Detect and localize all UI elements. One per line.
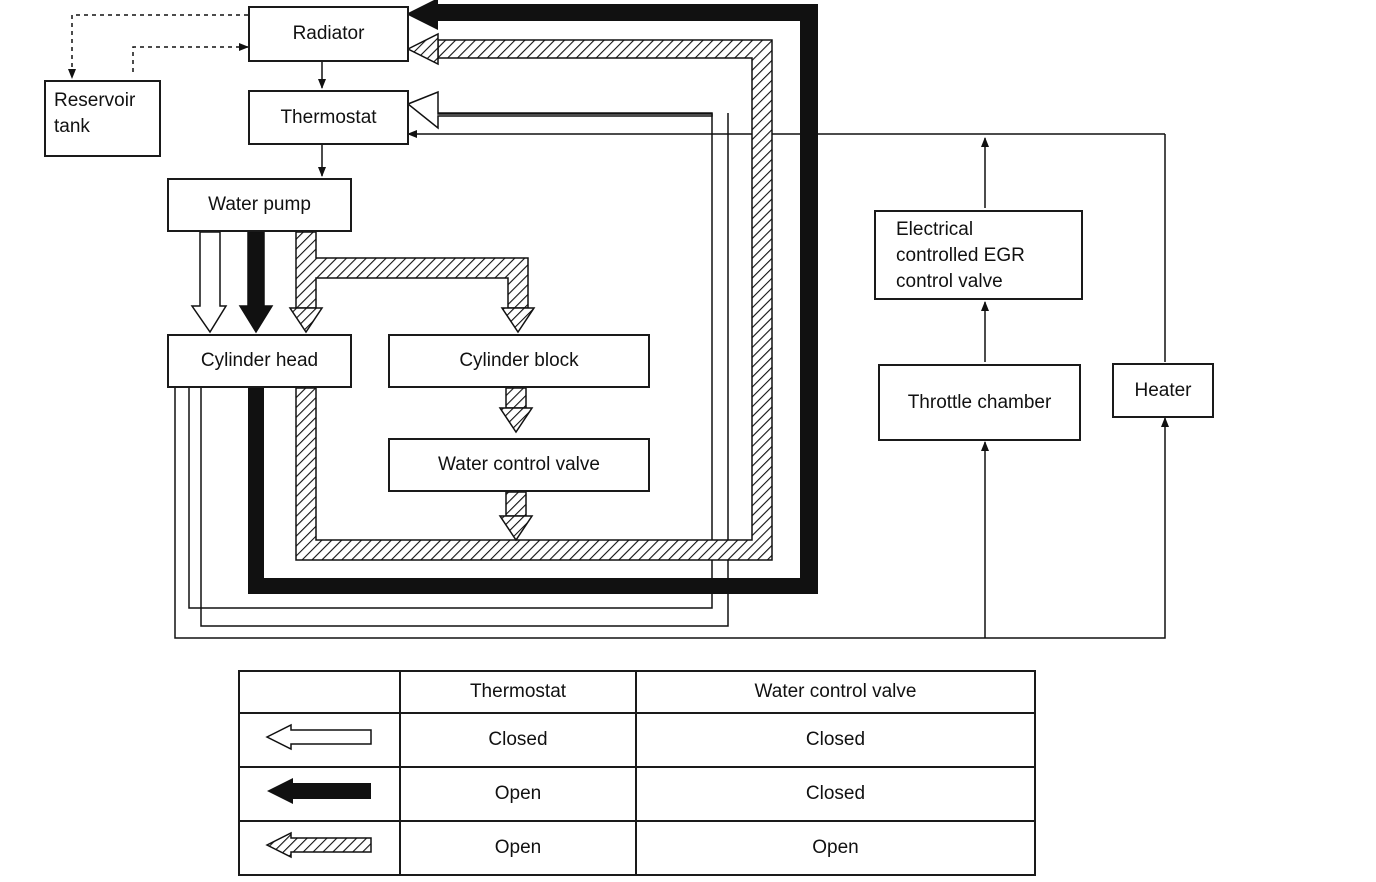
legend-row: Open Closed bbox=[238, 766, 1036, 822]
legend-valve-state: Open bbox=[635, 820, 1036, 876]
water-pump-box: Water pump bbox=[167, 178, 352, 232]
legend-valve-state: Closed bbox=[635, 766, 1036, 822]
cylinder-block-box: Cylinder block bbox=[388, 334, 650, 388]
heater-label: Heater bbox=[1134, 379, 1192, 401]
heater-box: Heater bbox=[1112, 363, 1214, 418]
reservoir-tank-box: Reservoir tank bbox=[44, 80, 161, 157]
legend-thermostat-state: Open bbox=[399, 766, 637, 822]
legend-arrow-cell bbox=[238, 820, 401, 876]
legend-arrow-cell bbox=[238, 766, 401, 822]
legend-header-row: Thermostat Water control valve bbox=[238, 670, 1036, 714]
legend-valve-state: Closed bbox=[635, 712, 1036, 768]
cylinder-head-box: Cylinder head bbox=[167, 334, 352, 388]
hatched-arrow-icon bbox=[264, 831, 372, 859]
water-pump-label: Water pump bbox=[208, 194, 311, 215]
throttle-chamber-box: Throttle chamber bbox=[878, 364, 1081, 441]
legend-thermostat-state: Closed bbox=[399, 712, 637, 768]
radiator-box: Radiator bbox=[248, 6, 409, 62]
egr-control-valve-label: Electrical controlled EGR control valve bbox=[896, 219, 1025, 292]
cylinder-block-label: Cylinder block bbox=[459, 350, 579, 371]
cylinder-head-label: Cylinder head bbox=[200, 350, 319, 371]
pump-to-head-arrows bbox=[190, 231, 274, 334]
throttle-chamber-label: Throttle chamber bbox=[907, 391, 1052, 413]
legend-header-arrow bbox=[238, 670, 401, 714]
reservoir-dashed-lines bbox=[68, 14, 249, 79]
thin-bypass-lines bbox=[174, 130, 1169, 639]
reservoir-tank-label: Reservoir tank bbox=[54, 90, 136, 137]
legend-row: Closed Closed bbox=[238, 712, 1036, 768]
thermostat-label: Thermostat bbox=[280, 106, 377, 128]
thermostat-box: Thermostat bbox=[248, 90, 409, 145]
legend-thermostat-state: Open bbox=[399, 820, 637, 876]
legend-row: Open Open bbox=[238, 820, 1036, 876]
radiator-label: Radiator bbox=[292, 23, 365, 44]
black-arrow-icon bbox=[266, 778, 371, 804]
legend-header-valve: Water control valve bbox=[635, 670, 1036, 714]
white-arrow-icon bbox=[264, 723, 372, 751]
water-control-valve-label: Water control valve bbox=[438, 454, 600, 475]
black-arrow-loop bbox=[248, 0, 818, 594]
legend-table: Thermostat Water control valve Closed Cl… bbox=[238, 670, 1036, 876]
legend-arrow-cell bbox=[238, 712, 401, 768]
legend-header-thermostat: Thermostat bbox=[399, 670, 637, 714]
egr-control-valve-box: Electrical controlled EGR control valve bbox=[874, 210, 1083, 300]
water-control-valve-box: Water control valve bbox=[388, 438, 650, 492]
hatched-arrow-loop bbox=[288, 32, 773, 561]
